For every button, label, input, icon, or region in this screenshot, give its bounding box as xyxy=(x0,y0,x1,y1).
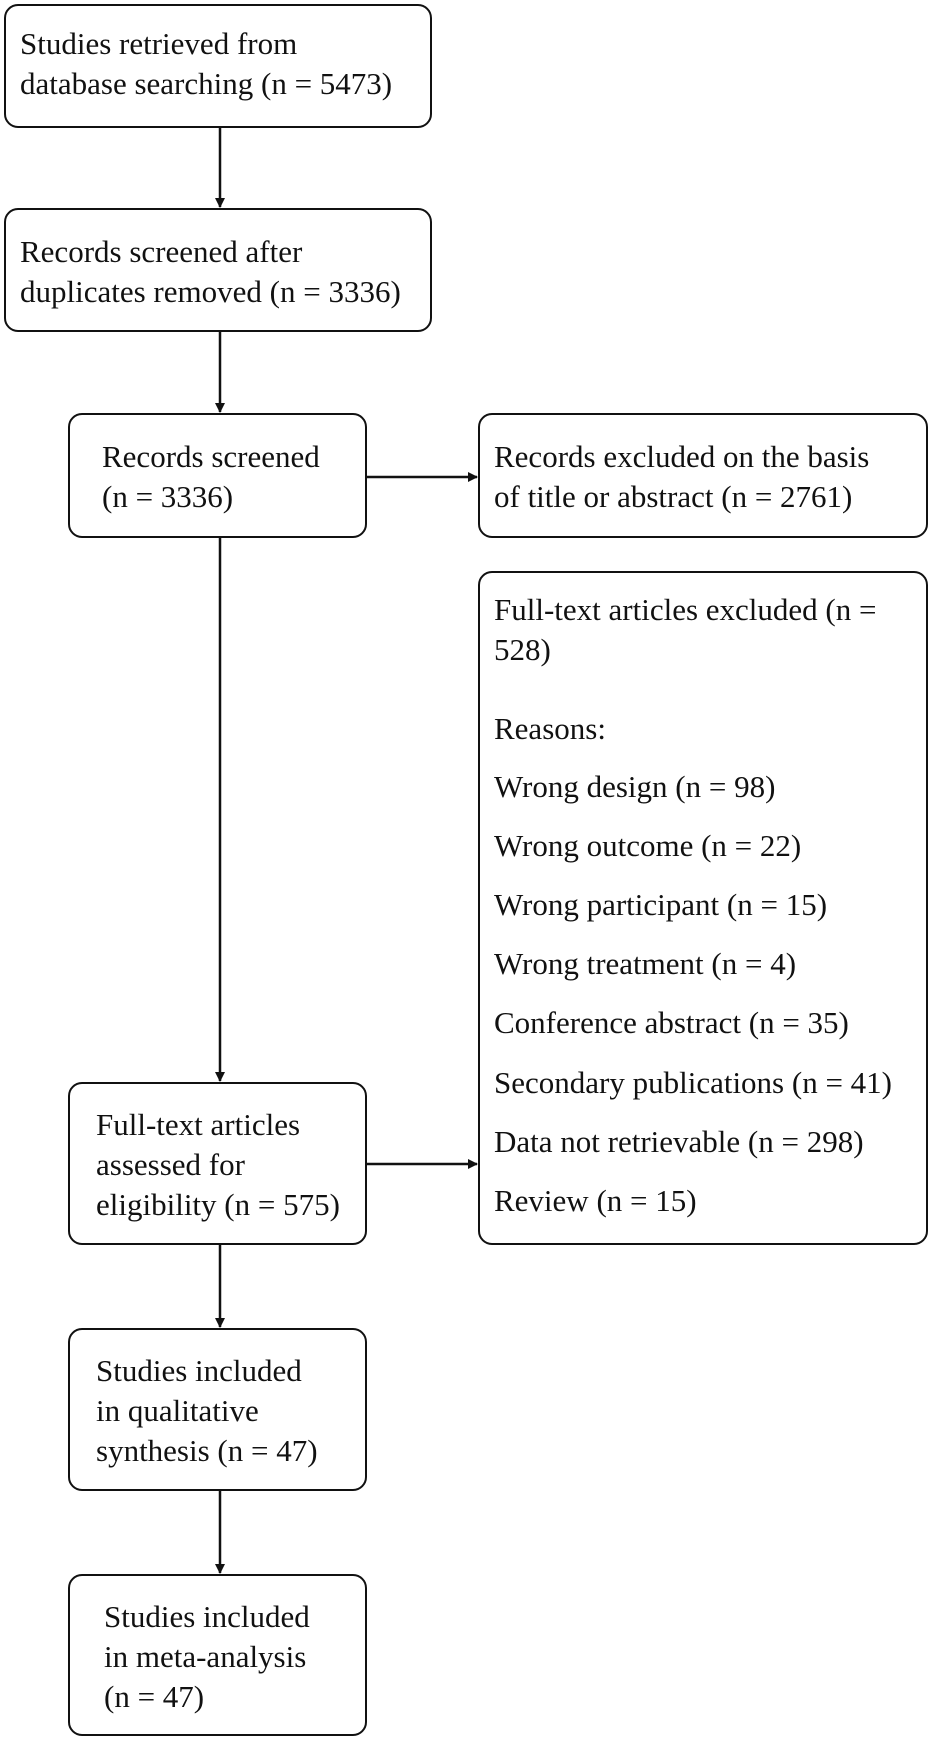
box-records-after-duplicates: Records screened after duplicates remove… xyxy=(4,208,432,332)
box-qualitative-synthesis: Studies included in qualitative synthesi… xyxy=(68,1328,367,1491)
box-line: in qualitative xyxy=(96,1393,259,1428)
reason-item: Review (n = 15) xyxy=(494,1183,697,1218)
reasons-label: Reasons: xyxy=(494,711,606,746)
reason-item: Wrong participant (n = 15) xyxy=(494,887,828,922)
box-fulltext-assessed: Full-text articles assessed for eligibil… xyxy=(68,1082,367,1245)
box-line: Studies included xyxy=(96,1353,302,1388)
box-line: synthesis (n = 47) xyxy=(96,1433,318,1468)
box-line: database searching (n = 5473) xyxy=(20,66,393,101)
box-line: Records screened xyxy=(102,439,320,474)
reason-item: Data not retrievable (n = 298) xyxy=(494,1124,864,1159)
box-line: Studies retrieved from xyxy=(20,26,298,61)
box-line: in meta-analysis xyxy=(104,1639,307,1674)
box-line: of title or abstract (n = 2761) xyxy=(494,479,853,514)
box-fulltext-excluded: Full-text articles excluded (n = 528) Re… xyxy=(478,571,928,1245)
reason-item: Wrong design (n = 98) xyxy=(494,769,776,804)
box-header-line: 528) xyxy=(494,632,551,667)
box-line: duplicates removed (n = 3336) xyxy=(20,274,401,309)
box-line: Records screened after xyxy=(20,234,303,269)
box-records-excluded: Records excluded on the basis of title o… xyxy=(478,413,928,538)
reason-item: Secondary publications (n = 41) xyxy=(494,1065,893,1100)
box-meta-analysis: Studies included in meta-analysis (n = 4… xyxy=(68,1574,367,1736)
box-line: (n = 3336) xyxy=(102,479,234,514)
reason-item: Wrong outcome (n = 22) xyxy=(494,828,802,863)
box-line: assessed for xyxy=(96,1147,245,1182)
box-line: eligibility (n = 575) xyxy=(96,1187,340,1222)
box-line: Records excluded on the basis xyxy=(494,439,870,474)
reason-item: Conference abstract (n = 35) xyxy=(494,1005,849,1040)
box-header-line: Full-text articles excluded (n = xyxy=(494,592,877,627)
box-line: Studies included xyxy=(104,1599,310,1634)
reason-item: Wrong treatment (n = 4) xyxy=(494,946,797,981)
box-line: Full-text articles xyxy=(96,1107,301,1142)
box-studies-retrieved: Studies retrieved from database searchin… xyxy=(4,4,432,128)
box-line: (n = 47) xyxy=(104,1679,205,1714)
box-records-screened: Records screened (n = 3336) xyxy=(68,413,367,538)
